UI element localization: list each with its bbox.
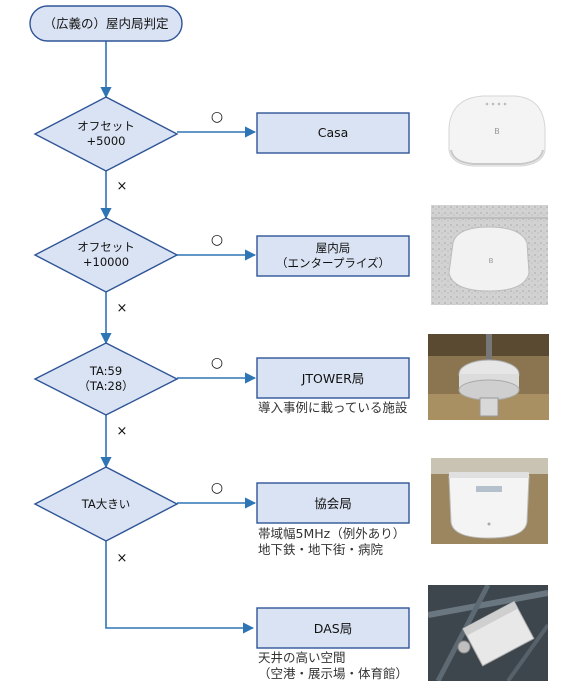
- svg-text:B: B: [489, 257, 494, 265]
- decision-offset-5000: [33, 96, 179, 172]
- yes-mark-4: ○: [211, 480, 223, 496]
- result-enterprise: [256, 235, 410, 277]
- decision-2-line2: +10000: [83, 255, 129, 269]
- result-kyokai: [256, 482, 410, 524]
- start-terminator: [29, 5, 183, 42]
- note-das: 天井の高い空間 （空港・展示場・体育館）: [258, 650, 409, 681]
- no-mark-3: ×: [117, 424, 128, 439]
- result-jtower-label: JTOWER局: [301, 371, 365, 386]
- result-das: [256, 607, 410, 649]
- svg-text:B: B: [494, 127, 500, 136]
- start-label: （広義の）屋内局判定: [43, 16, 168, 31]
- jtower-antenna-photo: [428, 334, 549, 420]
- association-antenna-photo: [431, 458, 548, 544]
- result-jtower: [256, 357, 410, 399]
- decision-1-line1: オフセット: [77, 119, 135, 133]
- decision-ta-59: [33, 342, 179, 416]
- result-enterprise-line2: （エンタープライズ）: [276, 256, 390, 270]
- ceiling-enterprise-antenna-photo: B: [431, 205, 548, 305]
- result-casa: [256, 112, 410, 154]
- decision-3-line2: （TA:28）: [78, 379, 133, 393]
- decision-2-line1: オフセット: [77, 240, 135, 254]
- result-enterprise-line1: 屋内局: [316, 241, 351, 255]
- yes-mark-3: ○: [211, 355, 223, 371]
- arrow-d4-to-das: [105, 541, 255, 634]
- result-kyokai-label: 協会局: [314, 496, 352, 511]
- no-mark-2: ×: [117, 301, 128, 316]
- yes-mark-2: ○: [211, 232, 223, 248]
- yes-mark-1: ○: [211, 109, 223, 125]
- decision-1-line2: +5000: [87, 134, 126, 148]
- decision-3-line1: TA:59: [89, 364, 122, 378]
- no-mark-1: ×: [117, 179, 128, 194]
- decision-ta-large: [33, 466, 179, 542]
- decision-4-line1: TA大きい: [81, 497, 131, 511]
- result-casa-label: Casa: [318, 125, 349, 140]
- casa-router-photo: B: [443, 88, 551, 172]
- decision-offset-10000: [33, 217, 179, 293]
- note-jtower: 導入事例に載っている施設: [258, 400, 408, 415]
- result-das-label: DAS局: [314, 621, 352, 636]
- note-kyokai: 帯域幅5MHz（例外あり） 地下鉄・地下街・病院: [258, 526, 406, 557]
- das-antenna-photo: [428, 585, 548, 681]
- no-mark-4: ×: [117, 551, 128, 566]
